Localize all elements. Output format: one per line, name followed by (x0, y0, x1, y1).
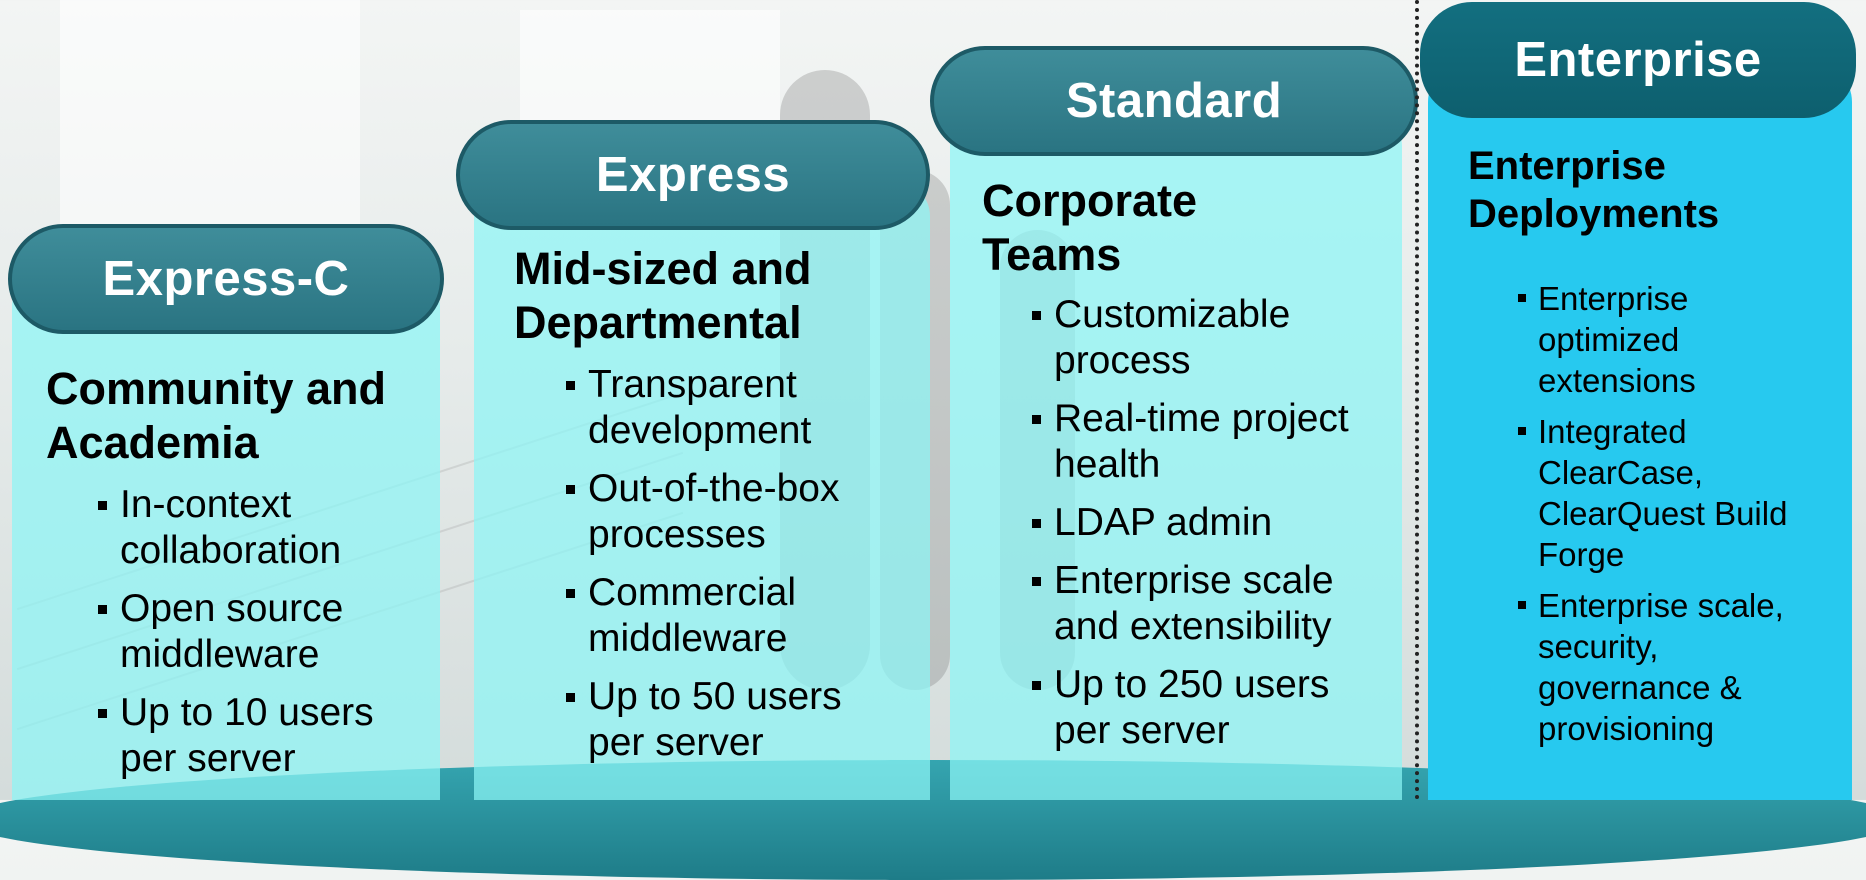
list-item: Open source middleware (98, 586, 428, 678)
tab-label: Express (595, 148, 791, 202)
list-item: Customizable process (1032, 292, 1372, 384)
list-item: Enterprise optimized extensions (1518, 278, 1818, 401)
tier-heading: Corporate Teams (982, 175, 1198, 280)
feature-list: In-context collaboration Open source mid… (98, 482, 428, 794)
tier-heading: Mid-sized and Departmental (514, 243, 812, 348)
list-item: In-context collaboration (98, 482, 428, 574)
tab-enterprise: Enterprise (1420, 2, 1856, 118)
tab-label: Enterprise (1514, 33, 1762, 87)
list-item: Transparent development (566, 362, 896, 454)
tab-express: Express (456, 120, 930, 230)
tier-heading: Community and Academia (46, 363, 387, 468)
dotted-divider (1415, 0, 1419, 800)
tab-label: Express-C (102, 252, 350, 306)
column-express-c (12, 272, 440, 800)
tier-heading: Enterprise Deployments (1468, 144, 1720, 236)
list-item: LDAP admin (1032, 500, 1372, 546)
feature-list: Customizable process Real-time project h… (1032, 292, 1372, 766)
list-item: Real-time project health (1032, 396, 1372, 488)
list-item: Enterprise scale and extensibility (1032, 558, 1372, 650)
tab-standard: Standard (930, 46, 1418, 156)
column-express (474, 182, 930, 800)
list-item: Out-of-the-box processes (566, 466, 896, 558)
tab-label: Standard (1065, 74, 1283, 128)
feature-list: Transparent development Out-of-the-box p… (566, 362, 896, 778)
tab-express-c: Express-C (8, 224, 444, 334)
list-item: Integrated ClearCase, ClearQuest Build F… (1518, 411, 1818, 575)
feature-list: Enterprise optimized extensions Integrat… (1518, 278, 1818, 759)
list-item: Up to 250 users per server (1032, 662, 1372, 754)
list-item: Up to 10 users per server (98, 690, 428, 782)
list-item: Commercial middleware (566, 570, 896, 662)
list-item: Enterprise scale, security, governance &… (1518, 585, 1818, 749)
list-item: Up to 50 users per server (566, 674, 896, 766)
column-enterprise (1428, 62, 1852, 800)
column-standard (950, 112, 1402, 800)
